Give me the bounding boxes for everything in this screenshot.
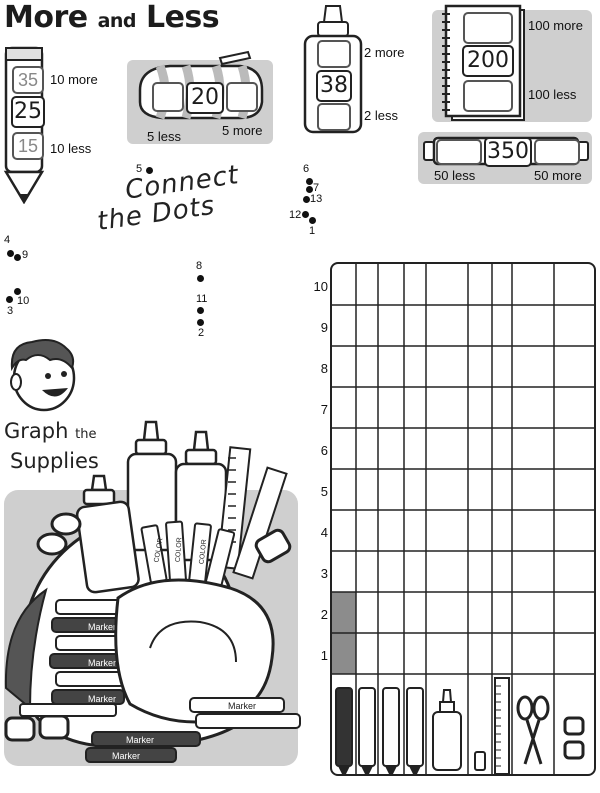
school-supplies-illustration: Marker Marker Marker Marker Marker Marke… [4,420,301,763]
y-label-10: 10 [313,279,328,294]
shaded-cell [332,633,356,674]
svg-text:Marker: Marker [228,701,256,711]
pencil-case-answer-right[interactable] [226,82,258,112]
pencil-case-number: 20 [186,82,224,114]
pencil-case-left-label: 5 less [147,129,181,144]
dot-label-10: 10 [17,295,30,307]
marker-icon [335,687,353,774]
graph-grid-lines [332,264,594,774]
y-label-1: 1 [320,648,328,663]
glue-answer-top[interactable] [317,40,351,68]
dot-12[interactable] [302,211,309,218]
dot-label-12: 12 [289,209,302,221]
pencil-answer-top[interactable]: 35 [12,66,44,94]
graph-title: Graph the Supplies [4,419,99,473]
glue-number: 38 [316,70,352,102]
y-label-6: 6 [320,443,328,458]
glue-top-label: 2 more [364,45,405,60]
marker-answer-left[interactable] [436,139,482,165]
dot-label-4: 4 [4,234,11,246]
kid-face-icon [10,339,76,412]
svg-text:Marker: Marker [112,751,140,761]
supplies-graph[interactable] [330,262,596,776]
glue-icon [432,689,462,771]
pencil-bottom-label: 10 less [50,141,92,156]
dot-label-8: 8 [196,260,203,272]
notebook-answer-bottom[interactable] [463,80,513,112]
marker-number: 350 [484,137,532,167]
pencil-top-label: 10 more [50,72,98,87]
marker-icon [358,687,376,774]
dot-10[interactable] [14,288,21,295]
dot-3[interactable] [6,296,13,303]
dot-11[interactable] [197,307,204,314]
pencil-case-right-label: 5 more [222,123,263,138]
pencil-answer-bottom[interactable]: 15 [12,132,44,160]
dot-8[interactable] [197,275,204,282]
shaded-cell [332,592,356,633]
pencil-icon [382,687,400,774]
dot-1[interactable] [309,217,316,224]
svg-text:Marker: Marker [88,694,116,704]
glue-bottom-label: 2 less [364,108,398,123]
scissors-icon [516,695,550,765]
notebook-bottom-label: 100 less [528,87,577,102]
svg-text:Marker: Marker [126,735,154,745]
dot-2[interactable] [197,319,204,326]
dot-9[interactable] [14,254,21,261]
glue-answer-bottom[interactable] [317,103,351,131]
marker-answer-right[interactable] [534,139,580,165]
connect-dots-title: Connect the Dots [95,160,241,237]
svg-text:Marker: Marker [88,658,116,668]
pencil-case-answer-left[interactable] [152,82,184,112]
dot-label-1: 1 [309,225,316,237]
dot-13[interactable] [303,196,310,203]
glasses-icon [563,716,585,760]
y-label-4: 4 [320,525,328,540]
dot-4[interactable] [7,250,14,257]
dot-label-6: 6 [303,163,310,175]
dot-7[interactable] [306,186,313,193]
dot-label-2: 2 [198,327,205,339]
ruler-icon [494,677,510,774]
marker-left-label: 50 less [434,168,476,183]
crayon-icon [406,687,424,774]
dot-label-3: 3 [7,305,14,317]
svg-text:COLOR: COLOR [153,537,164,563]
dot-label-11: 11 [196,293,208,305]
dot-label-5: 5 [136,163,143,175]
y-label-9: 9 [320,320,328,335]
y-label-7: 7 [320,402,328,417]
notebook-top-label: 100 more [528,18,583,33]
y-label-8: 8 [320,361,328,376]
dot-label-7: 7 [313,182,320,194]
y-label-3: 3 [320,566,328,581]
svg-text:COLOR: COLOR [199,539,209,565]
dot-6[interactable] [306,178,313,185]
dot-label-9: 9 [22,249,29,261]
dot-label-13: 13 [310,193,323,205]
eraser-icon [474,751,486,771]
svg-text:COLOR: COLOR [175,537,184,562]
dot-5[interactable] [146,167,153,174]
svg-text:Marker: Marker [88,622,116,632]
pencil-number: 25 [11,96,45,128]
notebook-answer-top[interactable] [463,12,513,44]
marker-right-label: 50 more [534,168,582,183]
y-label-5: 5 [320,484,328,499]
y-label-2: 2 [320,607,328,622]
notebook-number: 200 [462,45,514,77]
page-title: More and Less [4,0,220,35]
